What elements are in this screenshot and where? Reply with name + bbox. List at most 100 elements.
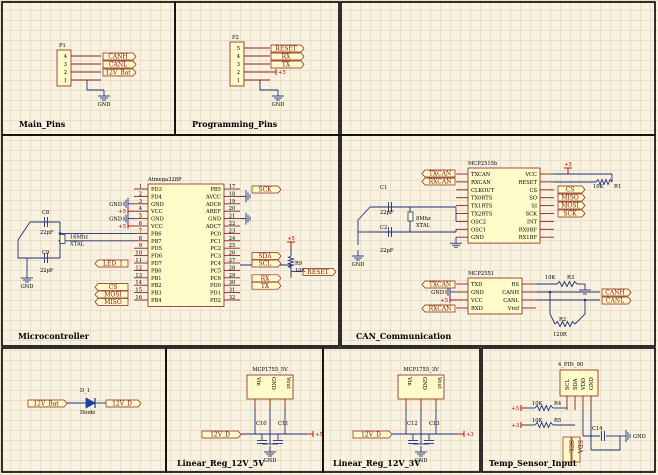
mcu-gnd-l2-label: GND [109,217,122,223]
section-title-can-communication: CAN_Communication [356,331,451,341]
mcp2515-pin-right: SI [531,204,537,210]
mcu-net-rx-text: RX [261,275,271,282]
mcp2515-net-txcan [421,169,456,178]
mcu-pin-num-right: 25 [229,243,236,249]
mcp2515-net-sck-text: SCK [563,211,577,218]
mcu-pin-left: PB2 [151,283,162,289]
mcu-pin-num-left: 10 [135,251,142,257]
mcu-supply-l1-label: +5 [118,209,126,215]
mcu-crystal [59,233,66,244]
section-frame-5 [340,134,656,347]
p1-net-canh [102,52,137,61]
section-title-programming-pins: Programming_Pins [192,119,278,129]
mcu-net-reset [302,268,337,276]
temp-net-sda-text: SDA [576,440,583,454]
mcu-pin-right: PC4 [210,261,221,267]
mcp2515-crystal-freq: 8Mhz [416,216,431,222]
mcp2515-pin-left: TX1RTS [471,204,493,210]
mcu-pin-left: PB4 [151,298,162,304]
mcu-pin-num-left: 4 [139,206,143,212]
mcu-pin-num-left: 11 [135,258,142,264]
mcp2551-gnd-label: GND [431,290,444,296]
mcp2551-pin-left: GND [471,290,484,296]
p2-body [229,41,245,87]
wires [17,47,631,457]
section-frame-7 [165,347,324,473]
mcu-pin-right: ADC7 [205,224,221,230]
p2-gnd-label: GND [272,102,285,108]
mcu-name: Atmega328P [147,177,182,183]
mcu-net-miso-text: MISO [104,299,122,306]
mcu-pin-num-left: 12 [135,265,142,271]
diode-net-out-text: 12V_D [112,401,132,408]
temp-supply-3v-label: +3 [511,423,519,429]
mcp2551-net-canl-text: CANL [606,298,624,305]
mcp2515-c1-val: 22pF [380,210,394,216]
mcu-pin-num-left: 16 [135,295,142,301]
mcu-supply-l2-label: +5 [118,224,126,230]
reg3-net-in [352,430,393,439]
mcp2515-pin-left: OSC2 [471,219,486,225]
mcp2515-body [467,167,541,244]
p2-net-rx [270,52,305,61]
mcp2551-net-canh-text: CANH [605,290,624,297]
temp-r4 [534,404,554,412]
section-frame-3 [340,1,656,136]
mcp2515-net-sck [557,209,586,218]
mcu-pin-num-right: 18 [229,191,236,197]
mcu-net-sda-text: SDA [258,253,272,260]
mcu-pin-num-right: 19 [229,199,236,205]
temp-c14-ref: C14 [592,426,603,432]
mcp2551-net-canh [601,288,632,297]
temp-pin-gnd: GND [589,377,595,390]
p2-supply-label: +5 [278,70,286,76]
mcu-pin-num-right: 30 [229,280,236,286]
mcu-pin-right: GND [208,217,221,223]
mcu-pin-num-left: 9 [139,243,142,249]
mcp2515-net-txcan-text: TXCAN [429,171,451,178]
mcu-pin-num-right: 26 [229,251,236,257]
mcu-c8-val: 22pF [40,230,54,236]
mcu-pin-left: PB0 [151,268,162,274]
mcp2515-c2-val: 22pF [380,248,394,254]
mcp2551-r2-val: 120R [553,332,568,338]
mcu-pin-num-left: 1 [139,184,142,190]
mcp2515-r1 [595,178,613,186]
mcu-pin-num-right: 27 [229,258,236,264]
mcu-cap-gnd-wire [17,221,31,259]
reg5-supply-label: +5 [315,432,323,438]
mcu-pin-num-left: 15 [135,288,142,294]
mcp2551-net-rxcan [421,304,456,313]
mcu-net-scl-text: SCL [259,261,272,268]
mcu-net-tx-text: TX [261,283,270,290]
mcu-pin-left: PD5 [151,246,162,252]
p1-pin-num: 2 [64,70,67,76]
mcu-net-tx [251,281,282,290]
mcu-pin-left: GND [151,202,164,208]
mcu-pin-right: PD2 [210,298,221,304]
mcp2515-cap-gnd-wire1 [357,206,371,245]
mcp2551-net-rxcan-text: RXCAN [429,306,452,313]
temp-pin-vdd: VDD [581,378,587,391]
temp-supply-5v-label: +5 [511,406,519,412]
reg5-pin-gnd: GND [270,377,276,390]
mcu-net-cs-text: CS [109,284,118,291]
mcp2515-c1-ref: C1 [380,185,387,191]
mcp2515-net-cs-text: CS [566,187,575,194]
mcu-pin-left: PD6 [151,254,162,260]
section-title-reg-5v: Linear_Reg_12V_5V [177,458,265,468]
mcu-pin-left: PD7 [151,261,162,267]
diode-ref: D_1 [80,388,90,394]
mcp2515-pin-right: RX0BF [519,227,538,233]
mcu-c9-val: 22pF [40,268,54,274]
mcp2551-r2-ref: R2 [559,317,566,323]
mcu-net-miso [94,298,129,306]
mcu-pin-left: PB3 [151,291,162,297]
temp-r4-val: 10K [532,401,543,407]
mcp2551-r3 [556,280,578,288]
mcu-pin-left: PD3 [151,187,162,193]
mcu-pin-num-right: 17 [229,184,236,190]
mcp2515-crystal [407,211,414,222]
mcp2515-pin-left: GND [471,235,484,241]
mcu-pin-right: AREF [205,209,221,215]
